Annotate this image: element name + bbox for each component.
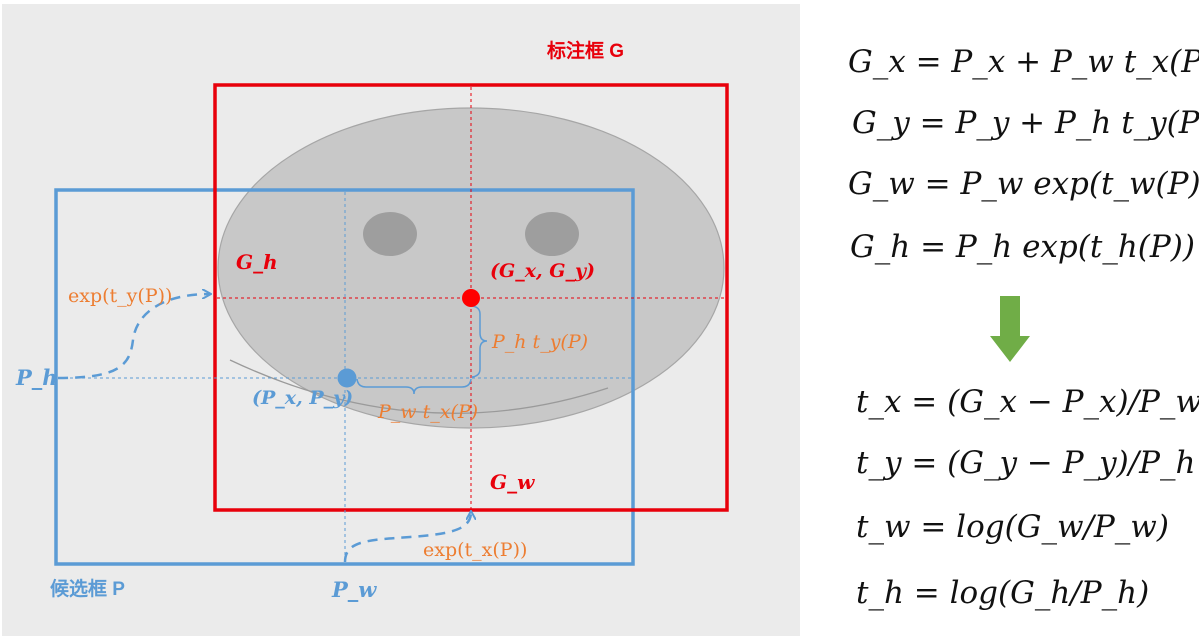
equation-tx: t_x = (G_x − P_x)/P_w — [856, 384, 1199, 420]
equation-gw: G_w = P_w exp(t_w(P)) — [848, 166, 1199, 202]
ph-label: P_h — [15, 365, 58, 390]
equation-gx: G_x = P_x + P_w t_x(P) — [848, 44, 1199, 80]
arrow-exp-tx — [343, 512, 471, 563]
inverse-equations: t_x = (G_x − P_x)/P_w t_y = (G_y − P_y)/… — [856, 384, 1199, 611]
right-eye — [525, 212, 579, 256]
forward-equations: G_x = P_x + P_w t_x(P) G_y = P_y + P_h t… — [848, 44, 1199, 265]
proposal-box-label: 候选框 P — [50, 577, 125, 600]
equation-tw: t_w = log(G_w/P_w) — [856, 509, 1169, 545]
gt-center-point — [462, 289, 480, 307]
proposal-center-point — [337, 368, 357, 388]
equation-gy: G_y = P_y + P_h t_y(P) — [852, 105, 1199, 141]
mouth-curve — [229, 359, 609, 414]
exp-ty-label: exp(t_y(P)) — [68, 285, 172, 307]
left-eye — [363, 212, 417, 256]
down-arrow-icon — [990, 296, 1030, 362]
gh-label: G_h — [236, 250, 278, 274]
horizontal-brace — [356, 378, 472, 395]
arrow-exp-ty — [57, 294, 210, 380]
gt-box-label: 标注框 G — [547, 39, 624, 62]
equation-ty: t_y = (G_y − P_y)/P_h — [856, 445, 1195, 481]
pw-label: P_w — [331, 577, 377, 602]
gw-label: G_w — [490, 470, 535, 494]
vertical-brace — [471, 305, 488, 378]
gxgy-label: (G_x, G_y) — [490, 260, 595, 282]
proposal-box — [54, 188, 635, 566]
exp-tx-label: exp(t_x(P)) — [423, 539, 527, 561]
pxpy-label: (P_x, P_y) — [252, 387, 353, 409]
equation-gh: G_h = P_h exp(t_h(P)) — [850, 229, 1195, 265]
ph-ty-label: P_h t_y(P) — [491, 331, 588, 353]
equation-th: t_h = log(G_h/P_h) — [856, 575, 1149, 611]
pw-tx-label: P_w t_x(P) — [377, 401, 478, 423]
